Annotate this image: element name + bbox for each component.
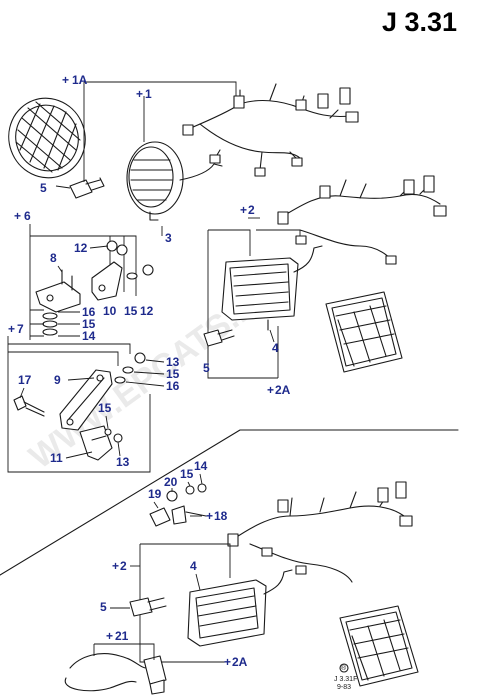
- stamp-mark: ®: [341, 664, 347, 672]
- callout-11: 11: [50, 451, 63, 465]
- callout-1A: +: [62, 73, 69, 87]
- callout-2A-mark: +: [267, 383, 274, 397]
- washers-stack: [42, 272, 138, 336]
- section-divider: [0, 429, 459, 576]
- callout-3: 3: [165, 231, 172, 245]
- page-title: J 3.31: [382, 7, 457, 37]
- callout-14b: 14: [194, 459, 208, 473]
- callout-2-mark: +: [240, 203, 247, 217]
- callout-5c: 5: [100, 600, 107, 614]
- callout-15b: 15: [82, 317, 96, 331]
- callout-14a: 14: [82, 329, 96, 343]
- callout-2: 2: [248, 203, 255, 217]
- callout-7: 7: [17, 322, 24, 336]
- callout-16a: 16: [82, 305, 96, 319]
- callout-1: 1: [145, 87, 152, 101]
- nuts-right-cluster: [114, 352, 146, 384]
- small-hardware-cluster: [149, 483, 207, 527]
- callout-2Ab: 2A: [232, 655, 248, 669]
- callout-15a: 15: [124, 304, 138, 318]
- round-lamp-small: [126, 141, 223, 221]
- callout-2Ab-mark: +: [224, 655, 231, 669]
- callout-21: 21: [115, 629, 129, 643]
- callout-19: 19: [148, 487, 162, 501]
- drawing-stamp: ® J 3.31F 9-83: [334, 663, 357, 691]
- bracket-part-8: [35, 269, 81, 313]
- clamp-part-11: [79, 425, 113, 461]
- callout-16b: 16: [166, 379, 180, 393]
- callout-9: 9: [54, 373, 61, 387]
- callout-8: 8: [50, 251, 57, 265]
- callout-13a: 13: [166, 355, 180, 369]
- callout-4b: 4: [190, 559, 197, 573]
- callout-12b: 12: [140, 304, 154, 318]
- callout-5b: 5: [203, 361, 210, 375]
- callout-13b: 13: [116, 455, 130, 469]
- callout-5a: 5: [40, 181, 47, 195]
- bulb-part-5: [69, 177, 105, 199]
- callout-17: 17: [18, 373, 32, 387]
- callout-18: 18: [214, 509, 228, 523]
- bolt-part-17: [13, 395, 45, 417]
- rect-lamp-mid: [221, 245, 323, 331]
- callout-2A: 2A: [275, 383, 291, 397]
- callout-6: 6: [24, 209, 31, 223]
- bulb-part-5-mid: [203, 329, 235, 347]
- stamp-date: 9-83: [337, 684, 351, 691]
- grille-mid: [325, 291, 403, 373]
- callout-12a: 12: [74, 241, 88, 255]
- wiring-harness-bottom: [227, 481, 413, 583]
- wiring-harness-mid: [277, 175, 447, 265]
- callout-7-mark: +: [8, 322, 15, 336]
- callout-20: 20: [164, 475, 178, 489]
- callout-2b-mark: +: [112, 559, 119, 573]
- callout-15e: 15: [180, 467, 194, 481]
- bulb-part-5-bottom: [129, 597, 167, 617]
- grille-bottom: [339, 605, 419, 687]
- callout-18-mark: +: [206, 509, 213, 523]
- callout-6-mark: +: [14, 209, 21, 223]
- callout-1A-label: 1A: [72, 73, 88, 87]
- callout-2b: 2: [120, 559, 127, 573]
- round-lamp-large: [8, 97, 86, 179]
- nuts-part-12: [106, 240, 154, 276]
- callout-15d: 15: [98, 401, 112, 415]
- bracket-part-9: [59, 369, 113, 431]
- callout-15c: 15: [166, 367, 180, 381]
- callout-10: 10: [103, 304, 117, 318]
- rect-lamp-bottom: [187, 569, 293, 647]
- switch-wiring-part-21: [64, 653, 167, 695]
- callout-4a: 4: [272, 341, 279, 355]
- callout-1-mark: +: [136, 87, 143, 101]
- nut-part-13: [104, 428, 123, 443]
- wiring-harness-top: [182, 83, 359, 177]
- stamp-code: J 3.31F: [334, 676, 357, 683]
- callout-21-mark: +: [106, 629, 113, 643]
- bracket-part-10: [91, 261, 123, 301]
